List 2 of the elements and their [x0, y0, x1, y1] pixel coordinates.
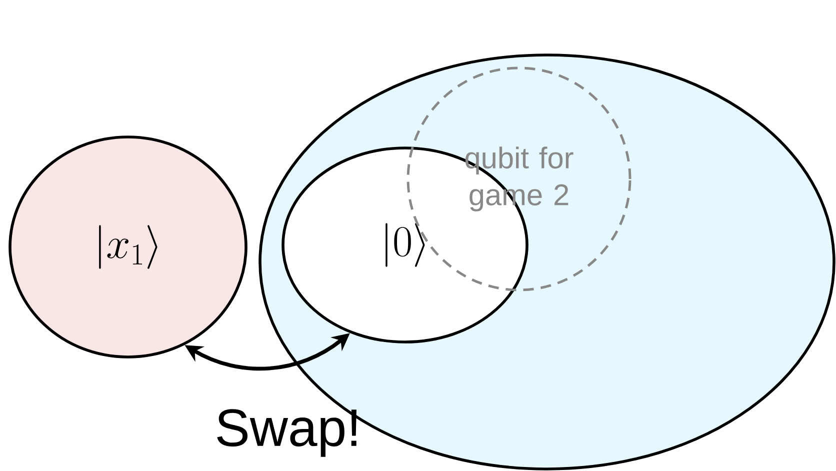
ellipse-node: $|x_1\rangle$: [8, 136, 248, 358]
edge-label: Swap!: [217, 409, 356, 457]
